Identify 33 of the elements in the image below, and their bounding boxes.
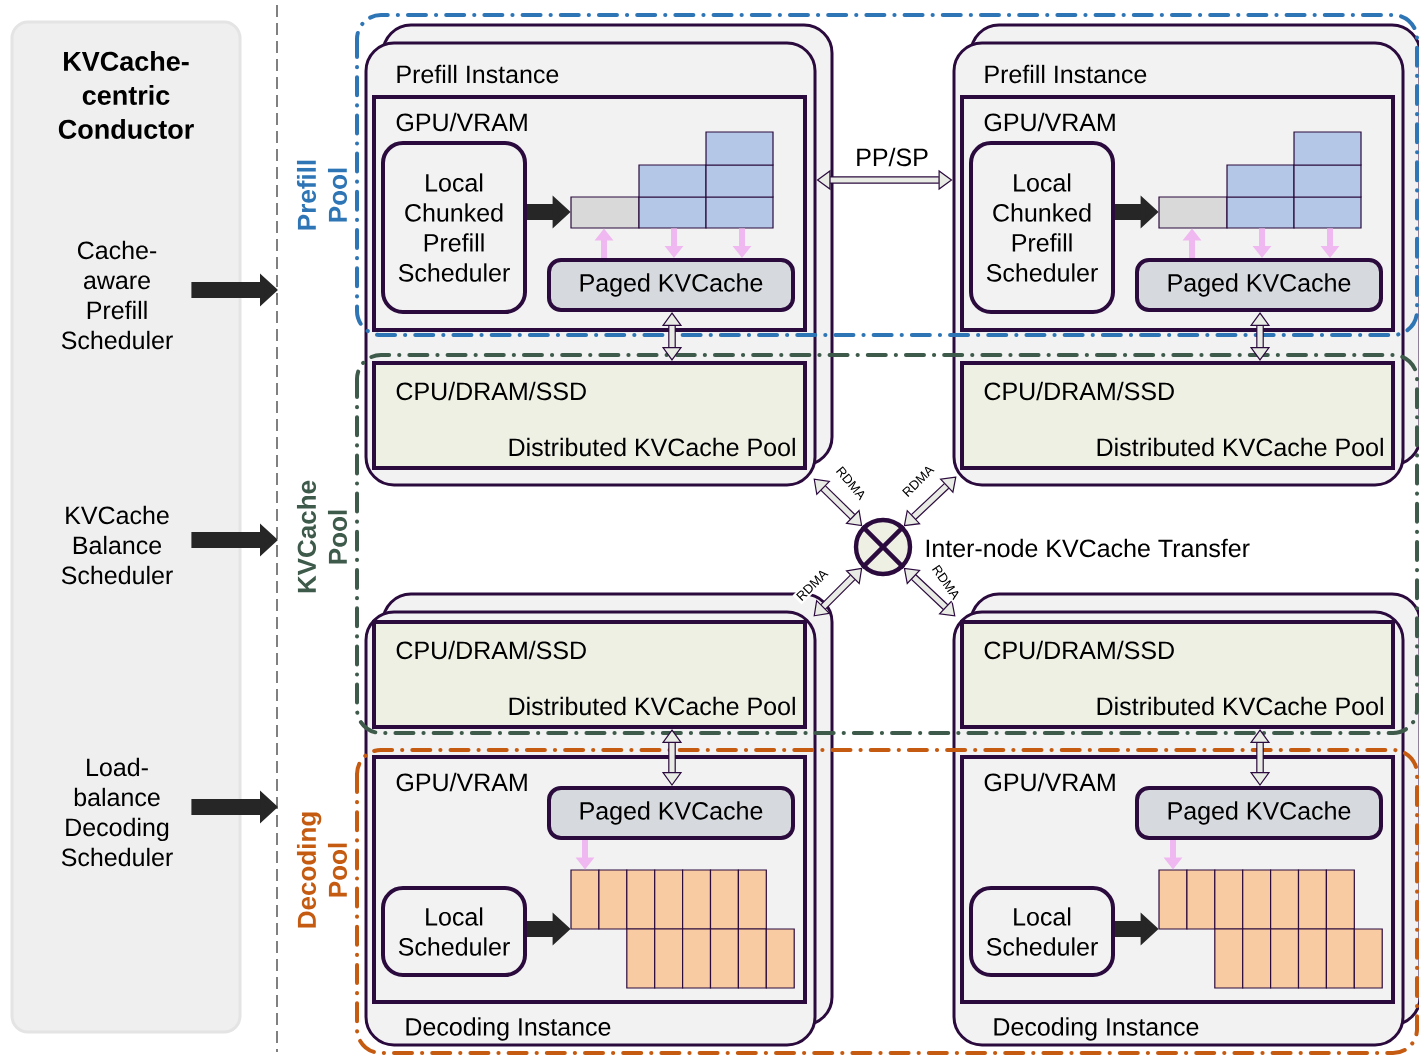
paged-cache-box: Paged KVCache [547, 786, 795, 840]
scheduler-label: Cache-aware Prefill Scheduler [61, 240, 173, 350]
scheduler-box: Local Scheduler [969, 886, 1115, 977]
block-grid-drawing [570, 131, 774, 229]
scheduler-box: Local Scheduler [381, 886, 527, 977]
double-arrow [813, 478, 863, 527]
cpu-box: CPU/DRAM/SSD Distributed KVCache Pool [372, 620, 807, 729]
double-arrow [661, 729, 683, 786]
paged-cache-box: Paged KVCache [547, 258, 795, 312]
scheduler-label: Load-balance Decoding Scheduler [61, 757, 173, 867]
cpu-box: CPU/DRAM/SSD Distributed KVCache Pool [372, 361, 807, 470]
transfer-label: Inter-node KVCache Transfer [926, 538, 1250, 558]
block-grid-drawing [1158, 869, 1383, 989]
paged-cache-box: Paged KVCache [1135, 786, 1383, 840]
block-grid-drawing [1158, 131, 1362, 229]
double-arrow [903, 476, 957, 527]
scheduler-box: Local Chunked Prefill Scheduler [969, 141, 1115, 314]
pool-label: Prefill Pool [296, 160, 348, 230]
cpu-box: CPU/DRAM/SSD Distributed KVCache Pool [960, 361, 1395, 470]
paged-cache-box: Paged KVCache [1135, 258, 1383, 312]
double-arrow [1249, 729, 1271, 786]
pool-label: KVCache Pool [296, 480, 348, 593]
cpu-box: CPU/DRAM/SSD Distributed KVCache Pool [960, 620, 1395, 729]
double-arrow [816, 169, 953, 191]
scheduler-label: KVCache Balance Scheduler [61, 505, 173, 585]
double-arrow [813, 567, 863, 617]
double-arrow [903, 567, 956, 617]
block-grid-drawing [570, 869, 795, 989]
scheduler-box: Local Chunked Prefill Scheduler [381, 141, 527, 314]
double-arrow [661, 312, 683, 361]
pool-label: Decoding Pool [296, 812, 348, 928]
double-arrow [1249, 312, 1271, 361]
edge-label: PP/SP [853, 145, 931, 169]
